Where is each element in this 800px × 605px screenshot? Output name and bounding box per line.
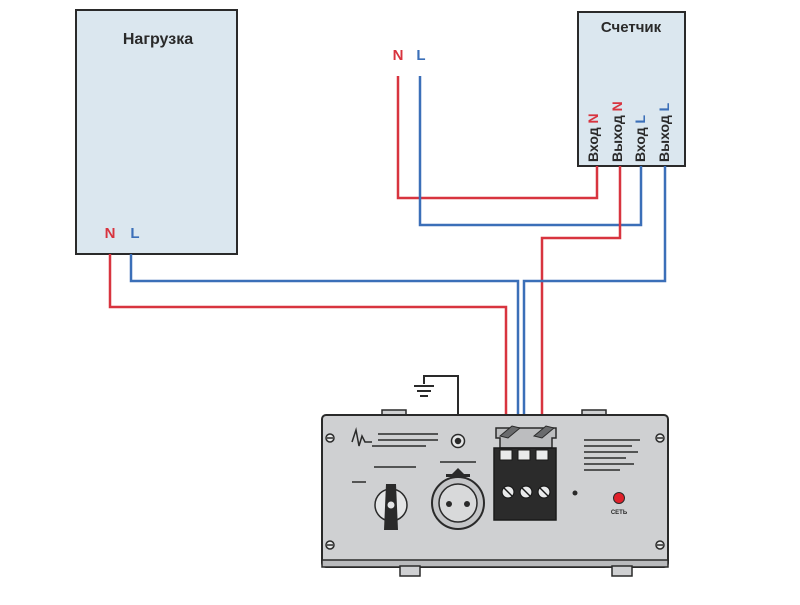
- bolt-bottom-right: [655, 540, 665, 550]
- load-title: Нагрузка: [123, 31, 193, 48]
- stabilizer-device: СЕТЬ: [321, 409, 669, 577]
- meter-title: Счетчик: [601, 19, 662, 36]
- bolt-bottom-left: [325, 540, 335, 550]
- ground-terminal-icon: [440, 433, 476, 463]
- meter-terminal-4: Выход L: [656, 102, 672, 162]
- front-panel-lines: [352, 433, 640, 483]
- ground-icon: [414, 375, 459, 428]
- meter-terminal-3-letter: L: [632, 114, 648, 123]
- meter-terminal-3-word: Вход: [632, 127, 648, 162]
- power-indicator-icon: [613, 492, 625, 504]
- load-panel: [75, 9, 238, 255]
- stabilizer-foot-left: [399, 565, 421, 577]
- socket-pin-left: [446, 501, 452, 507]
- wire-load-l-to-stabilizer: [129, 254, 520, 448]
- wire-supply-n-to-meter-in-n: [396, 76, 599, 200]
- meter-terminal-2: Выход N: [609, 101, 625, 162]
- supply-l-label: L: [416, 47, 425, 64]
- meter-terminal-1-letter: N: [585, 113, 601, 123]
- meter-panel: [577, 11, 686, 167]
- wire-meter-out-n-to-stabilizer: [540, 166, 622, 448]
- logo-icon: [351, 427, 372, 447]
- meter-terminal-3: Вход L: [632, 114, 648, 162]
- meter-terminal-4-letter: L: [656, 102, 672, 111]
- load-n-label: N: [105, 225, 116, 242]
- power-socket: [431, 468, 485, 530]
- meter-terminal-1-word: Вход: [585, 127, 601, 162]
- panel-screw: [572, 490, 578, 496]
- socket-pin-right: [464, 501, 470, 507]
- terminal-block: [493, 425, 557, 521]
- rotary-switch[interactable]: [374, 484, 408, 530]
- power-indicator-label: СЕТЬ: [611, 510, 628, 516]
- meter-terminal-4-word: Выход: [656, 115, 672, 162]
- meter-terminal-1: Вход N: [585, 113, 601, 162]
- stabilizer-foot-right: [611, 565, 633, 577]
- wire-load-n-to-stabilizer: [108, 254, 508, 448]
- wire-supply-l-to-meter-in-l: [418, 76, 643, 227]
- wire-meter-out-l-to-stabilizer: [522, 166, 667, 448]
- bolt-top-right: [655, 433, 665, 443]
- supply-n-label: N: [393, 47, 404, 64]
- stabilizer-bottom-strip: [321, 559, 669, 568]
- bolt-top-left: [325, 433, 335, 443]
- meter-terminal-2-word: Выход: [609, 115, 625, 162]
- load-l-label: L: [130, 225, 139, 242]
- meter-terminal-2-letter: N: [609, 101, 625, 111]
